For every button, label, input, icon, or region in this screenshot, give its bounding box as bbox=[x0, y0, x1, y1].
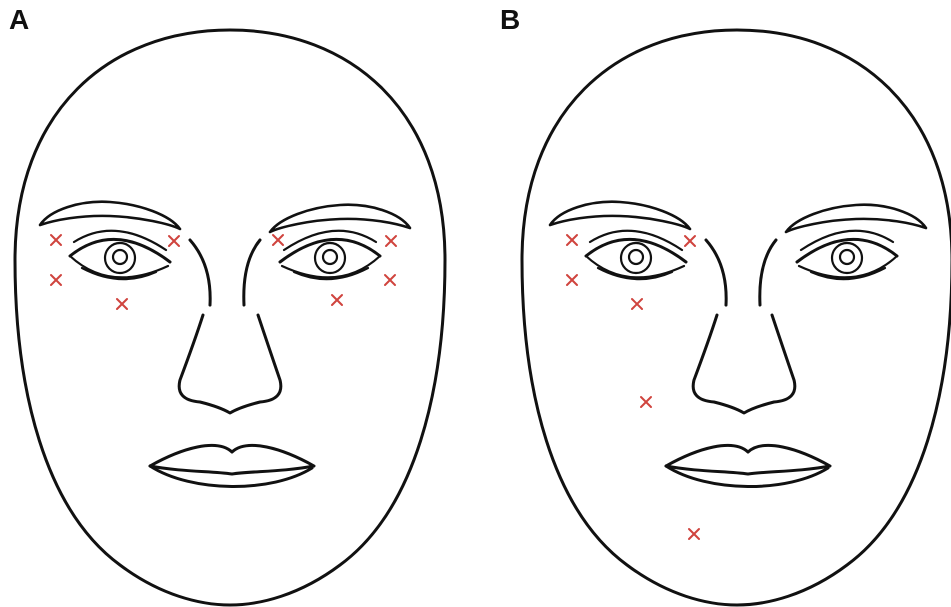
right-eyebrow-b bbox=[786, 205, 926, 232]
right-eye-a bbox=[280, 231, 380, 279]
marker-a-7 bbox=[385, 275, 395, 285]
marker-a-8 bbox=[332, 295, 342, 305]
nose-bridge-left-b bbox=[706, 240, 726, 305]
nose-bridge-right-a bbox=[244, 240, 260, 305]
marker-a-3 bbox=[117, 299, 127, 309]
right-eyebrow-a bbox=[270, 205, 410, 232]
left-eyebrow-a bbox=[40, 202, 180, 229]
marker-a-6 bbox=[386, 236, 396, 246]
left-eyebrow-b bbox=[550, 202, 690, 229]
right-eye-b bbox=[797, 231, 897, 279]
marker-b-2 bbox=[567, 275, 577, 285]
face-a bbox=[15, 30, 445, 605]
lips-b bbox=[666, 445, 830, 486]
marker-b-1 bbox=[567, 235, 577, 245]
face-outline-a bbox=[15, 30, 445, 605]
lips-a bbox=[150, 445, 314, 486]
face-outline-b bbox=[522, 30, 951, 605]
marker-b-4 bbox=[685, 236, 695, 246]
marker-a-2 bbox=[51, 275, 61, 285]
marker-a-5 bbox=[273, 235, 283, 245]
marker-b-3 bbox=[632, 299, 642, 309]
face-b bbox=[522, 30, 951, 605]
nose-bridge-left-a bbox=[190, 240, 210, 305]
left-eye-a bbox=[70, 231, 170, 279]
marker-a-1 bbox=[51, 235, 61, 245]
left-eye-b bbox=[586, 231, 686, 279]
nose-bridge-right-b bbox=[760, 240, 776, 305]
nose-b bbox=[693, 315, 795, 413]
nose-a bbox=[179, 315, 281, 413]
marker-b-5 bbox=[641, 397, 651, 407]
marker-a-4 bbox=[169, 236, 179, 246]
marker-b-6 bbox=[689, 529, 699, 539]
